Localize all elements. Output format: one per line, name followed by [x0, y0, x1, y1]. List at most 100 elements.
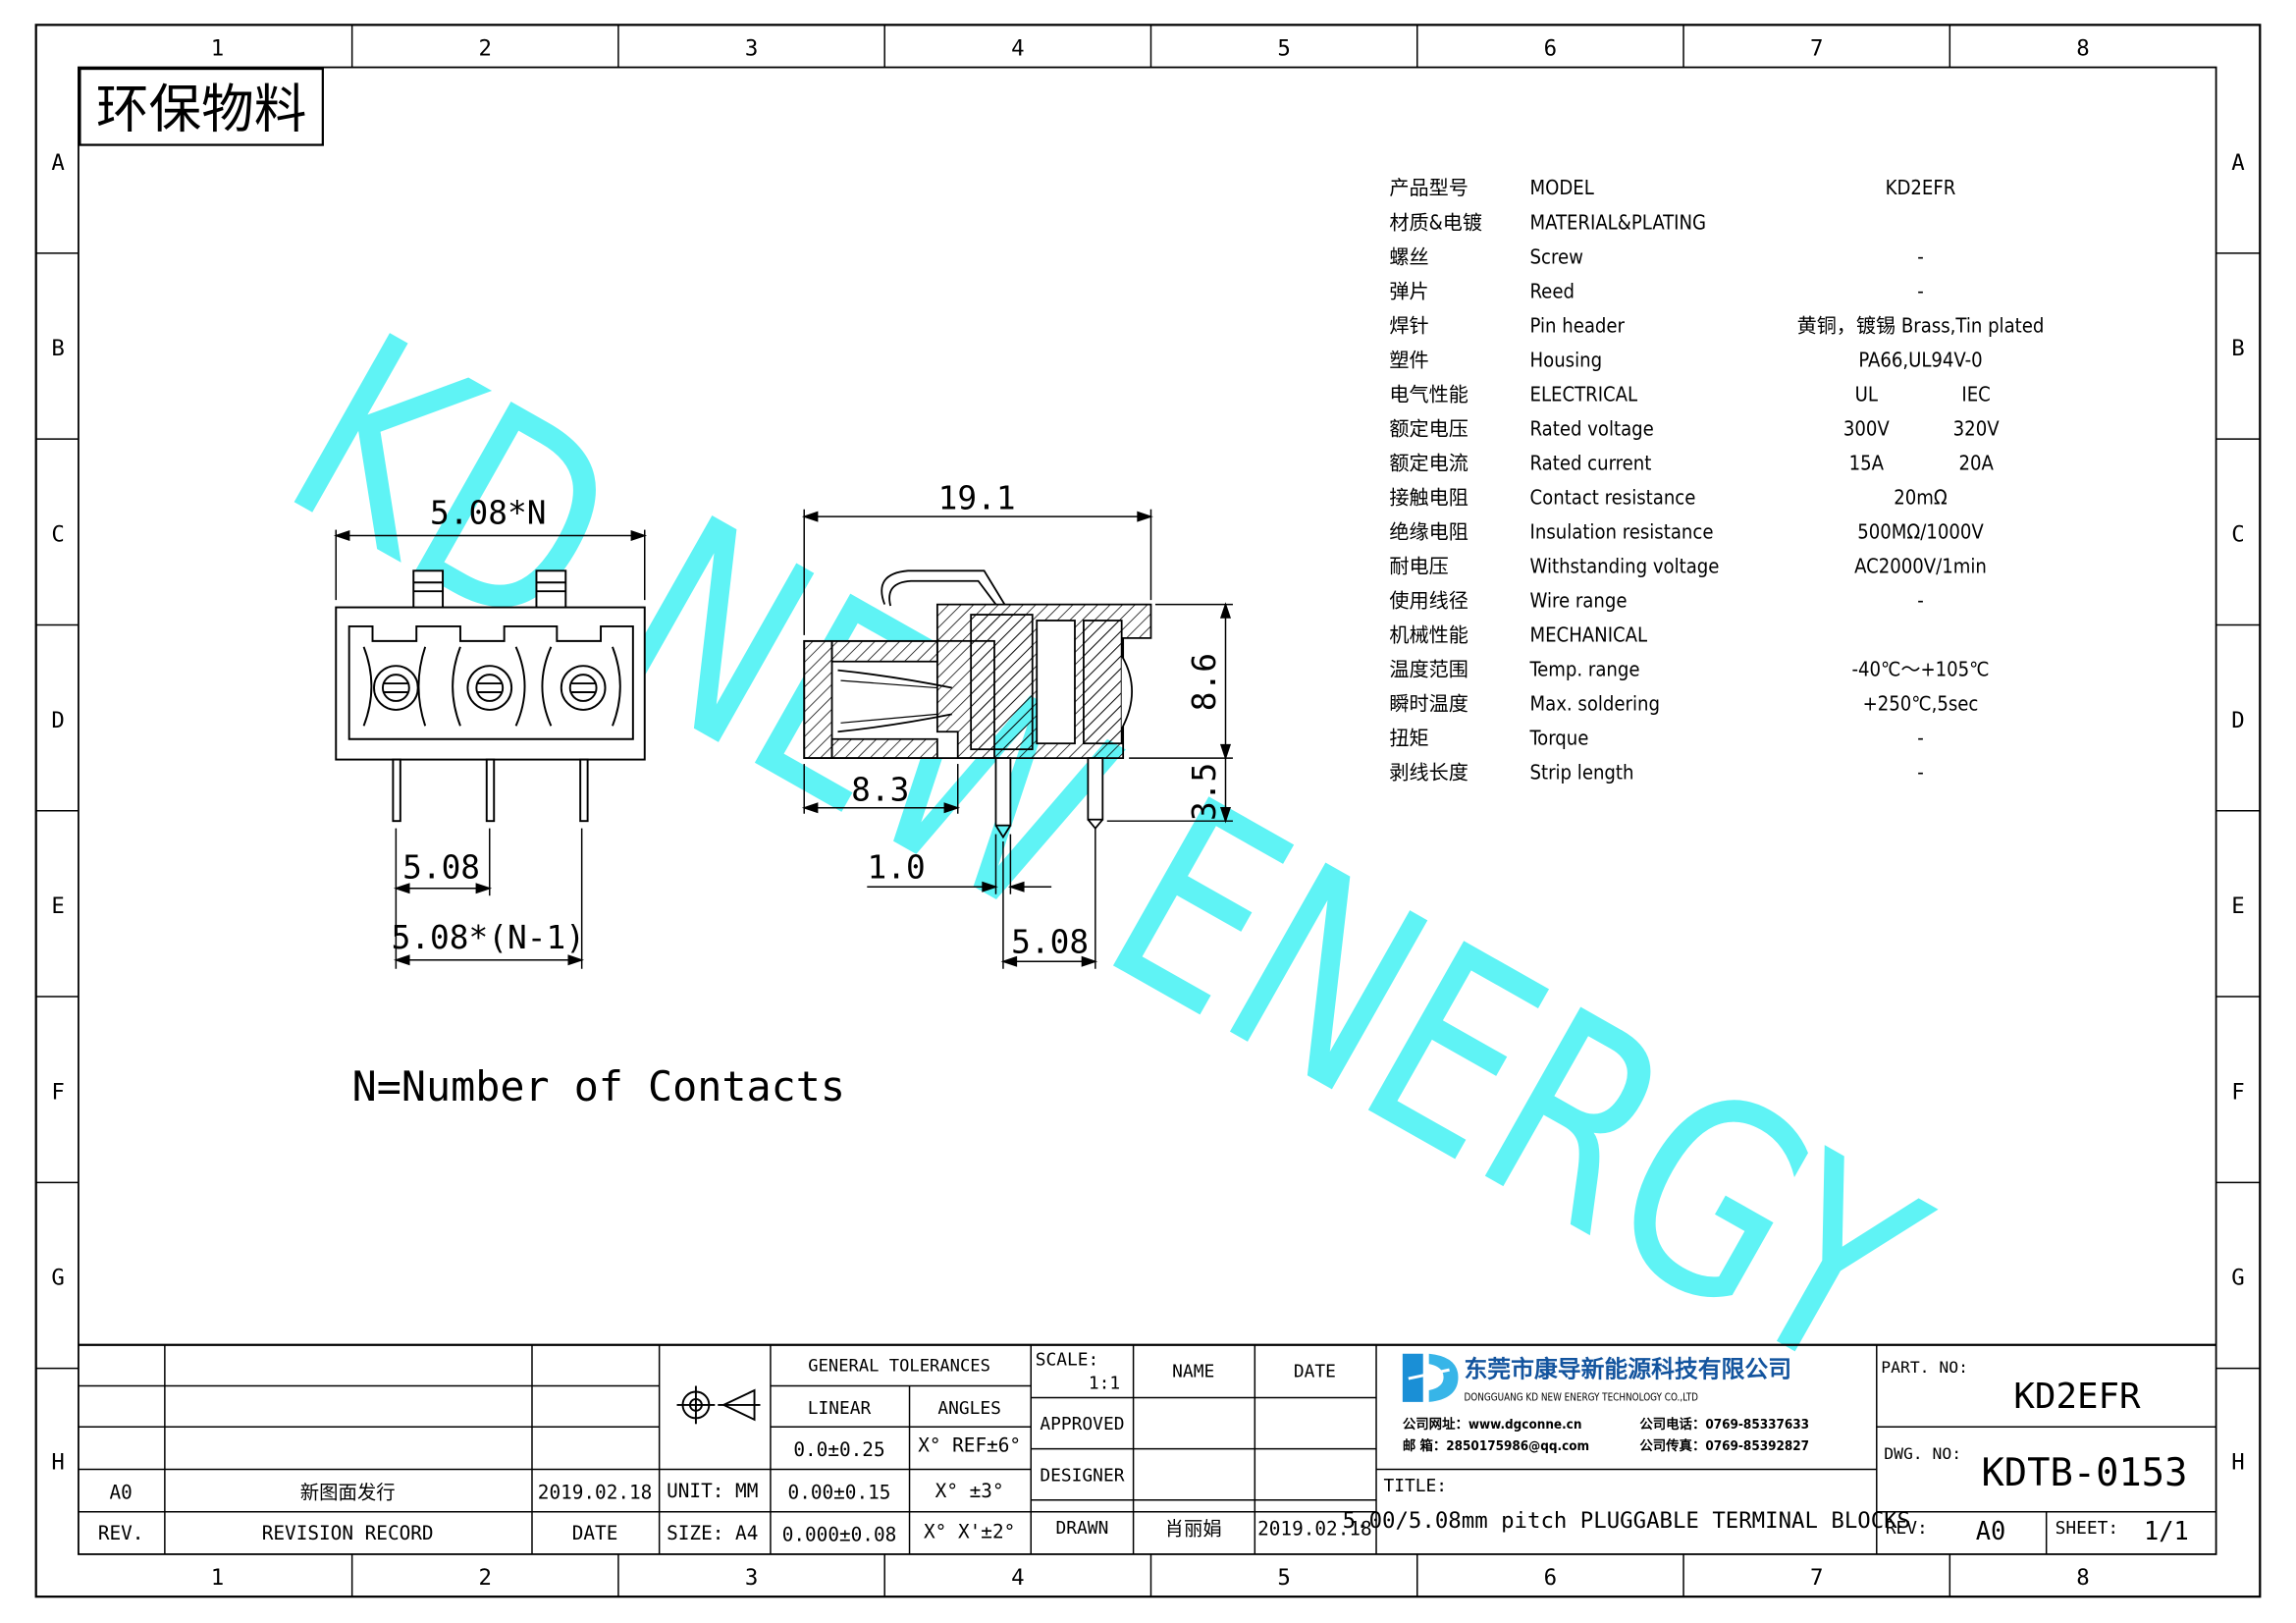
company-name-en: DONGGUANG KD NEW ENERGY TECHNOLOGY CO.,L…: [1464, 1391, 1697, 1403]
spec-label-en: Pin header: [1530, 313, 1626, 337]
title-label: TITLE:: [1383, 1476, 1447, 1496]
dim-side-pitch: 5.08: [1011, 923, 1089, 960]
row-label: E: [2231, 893, 2244, 919]
dim-front-width: 5.08*N: [430, 495, 546, 532]
sheet-label: SHEET:: [2056, 1518, 2119, 1539]
rev-field-value: A0: [1976, 1516, 2006, 1545]
spec-label-cn: 机械性能: [1389, 623, 1468, 647]
row-label: F: [2231, 1079, 2244, 1105]
spec-value: -: [1917, 244, 1924, 268]
rev-header: REV.: [98, 1522, 144, 1544]
company-logo: [1402, 1353, 1459, 1402]
spec-label-en: Rated voltage: [1530, 416, 1654, 440]
title-block: [78, 1343, 2216, 1554]
row-label: C: [2231, 521, 2244, 547]
general-tolerances: GENERAL TOLERANCES: [808, 1357, 990, 1377]
col-label: 8: [2076, 36, 2089, 62]
row-label: H: [51, 1449, 64, 1475]
spec-label-cn: 绝缘电阻: [1389, 520, 1468, 544]
rev-date: 2019.02.18: [538, 1481, 653, 1503]
date-col-header: DATE: [1294, 1362, 1336, 1382]
angle-tol-1: X° REF±6°: [918, 1434, 1021, 1457]
spec-label-en: ELECTRICAL: [1530, 382, 1638, 406]
col-label: 2: [479, 36, 492, 62]
angle-tol-3: X° X'±2°: [924, 1521, 1015, 1543]
row-label: B: [2231, 336, 2244, 361]
col-label: 1: [211, 1565, 224, 1591]
dim-side-height: 8.6: [1186, 653, 1223, 711]
col-label: 3: [745, 36, 758, 62]
dim-side-pin-width: 1.0: [868, 848, 926, 886]
section-dim-labels: 19.1 8.6 3.5 8.3 1.0 5.08: [851, 480, 1223, 961]
rev-description: 新图面发行: [300, 1481, 396, 1503]
spec-value-ul: UL: [1855, 382, 1878, 406]
col-label: 8: [2076, 1565, 2089, 1591]
title-block-text: A0 新图面发行 2019.02.18 REV. REVISION RECORD…: [98, 1350, 2189, 1546]
spec-label-cn: 塑件: [1389, 348, 1428, 371]
stamp-text: 环保物料: [96, 79, 307, 140]
spec-label-cn: 扭矩: [1389, 727, 1428, 750]
spec-label-cn: 耐电压: [1389, 555, 1448, 578]
spec-label-cn: 瞬时温度: [1389, 692, 1468, 716]
part-number: KD2EFR: [2013, 1377, 2141, 1417]
dim-side-depth: 8.3: [851, 771, 909, 808]
col-label: 6: [1544, 36, 1557, 62]
spec-value: 20mΩ: [1894, 485, 1948, 509]
eco-material-stamp: 环保物料: [79, 67, 324, 146]
spec-label-cn: 材质&电镀: [1389, 210, 1482, 234]
revision-record-header: REVISION RECORD: [262, 1522, 434, 1544]
company-fax: 公司传真：0769-85392827: [1639, 1437, 1809, 1454]
col-label: 7: [1810, 36, 1823, 62]
spec-label-cn: 弹片: [1389, 279, 1428, 302]
dim-side-length: 19.1: [938, 480, 1016, 517]
front-dimensions: [333, 529, 648, 969]
watermark: KD NEW ENERGY: [245, 276, 1967, 1434]
spec-label-en: Torque: [1529, 727, 1589, 750]
row-label: A: [51, 150, 65, 176]
date-header: DATE: [572, 1522, 618, 1544]
col-label: 4: [1011, 36, 1024, 62]
spec-label-en: Screw: [1530, 244, 1584, 268]
spec-label-en: Housing: [1530, 348, 1603, 371]
linear-tol-2: 0.00±0.15: [788, 1481, 891, 1503]
section-view: [803, 569, 1152, 839]
linear-tol-1: 0.0±0.25: [793, 1438, 884, 1461]
spec-value: 500MΩ/1000V: [1857, 520, 1984, 544]
drawing-title: 5.00/5.08mm pitch PLUGGABLE TERMINAL BLO…: [1343, 1508, 1910, 1534]
spec-value-iec: 320V: [1953, 416, 2001, 440]
spec-label-en: Insulation resistance: [1530, 520, 1714, 544]
row-label: E: [51, 893, 64, 919]
spec-label-en: MECHANICAL: [1530, 623, 1648, 647]
row-label: F: [51, 1079, 64, 1105]
scale-label: SCALE:: [1036, 1350, 1099, 1371]
col-label: 5: [1277, 36, 1290, 62]
spec-label-cn: 额定电压: [1389, 416, 1468, 440]
unit-label: UNIT: MM: [667, 1480, 758, 1502]
row-label: C: [51, 521, 64, 547]
spec-value-ul: 15A: [1849, 451, 1885, 474]
dim-side-pin: 3.5: [1186, 763, 1223, 821]
drawn-label: DRAWN: [1056, 1518, 1109, 1539]
spec-value: -: [1917, 279, 1924, 302]
spec-value: AC2000V/1min: [1854, 555, 1987, 578]
linear-tol-3: 0.000±0.08: [782, 1524, 897, 1546]
spec-value: -: [1917, 727, 1924, 750]
col-label: 4: [1011, 1565, 1024, 1591]
rev-code: A0: [109, 1481, 132, 1503]
spec-value: 黄铜，镀锡 Brass,Tin plated: [1797, 313, 2045, 337]
col-label: 7: [1810, 1565, 1823, 1591]
spec-value: KD2EFR: [1886, 176, 1956, 199]
drawn-name: 肖丽娟: [1165, 1518, 1222, 1541]
spec-label-cn: 额定电流: [1389, 451, 1468, 474]
spec-label-en: Temp. range: [1529, 658, 1640, 681]
drawing-frame: [34, 24, 2262, 1598]
row-label: D: [51, 708, 64, 733]
dim-front-pitch: 5.08: [402, 848, 480, 886]
spec-value: PA66,UL94V-0: [1858, 348, 1982, 371]
company-name-cn: 东莞市康导新能源科技有限公司: [1464, 1356, 1791, 1383]
company-email: 邮 箱：2850175986@qq.com: [1403, 1437, 1589, 1454]
linear-label: LINEAR: [808, 1398, 872, 1419]
spec-label-en: MODEL: [1530, 176, 1594, 199]
